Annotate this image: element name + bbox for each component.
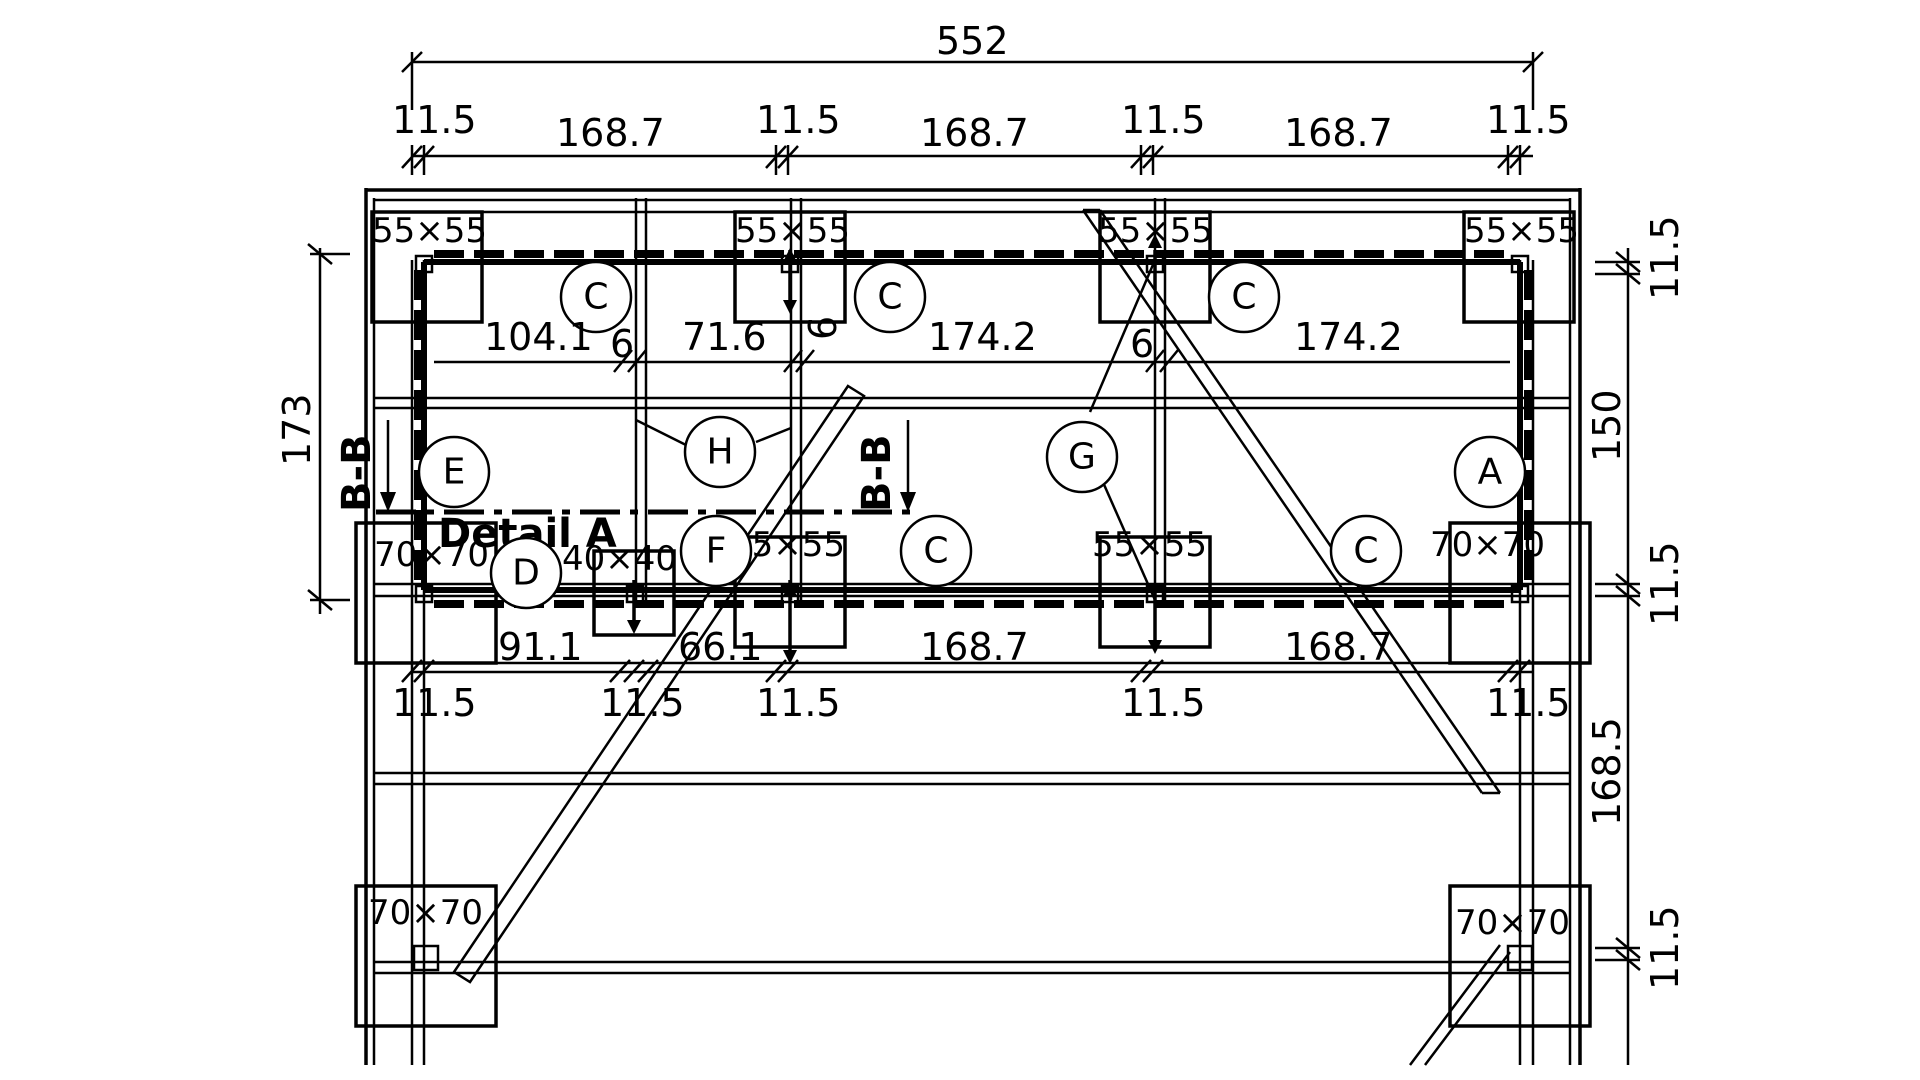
dim-right-height: 150: [1585, 389, 1629, 462]
size-label: 55×55: [735, 211, 850, 251]
callout-d-text: D: [512, 553, 540, 594]
load-arrows: [627, 234, 1162, 664]
callout-a-text: A: [1478, 452, 1503, 493]
dim-top-span: 168.7: [1284, 111, 1393, 155]
callout-h: [683, 415, 757, 489]
callout-c-top-2: [853, 260, 927, 334]
dim-top-gap: 11.5: [756, 98, 841, 142]
dim-inner: 71.6: [682, 315, 767, 359]
inner-frame: [414, 250, 1532, 608]
dim-bottom-gap: 11.5: [392, 681, 477, 725]
left-dimension: 173: [275, 243, 350, 614]
dim-overall: 552: [936, 19, 1009, 63]
dim-inner: 174.2: [928, 315, 1037, 359]
dim-top-span: 168.7: [556, 111, 665, 155]
dim-top-gap: 11.5: [1486, 98, 1571, 142]
diagonal-braces: [452, 208, 1511, 1066]
dim-bottom-span: 66.1: [678, 625, 763, 669]
size-label: 55×55: [1464, 211, 1579, 251]
dim-bottom-span: 168.7: [1284, 625, 1393, 669]
dim-top-gap: 11.5: [392, 98, 477, 142]
callout-f: [679, 514, 753, 588]
callout-g: [1045, 420, 1119, 494]
dim-inner: 6: [610, 322, 634, 366]
size-label: 70×70: [374, 535, 489, 575]
size-label: 70×70: [368, 893, 483, 933]
callout-f-text: F: [706, 531, 727, 572]
callout-d: [489, 536, 563, 610]
callout-a: [1453, 435, 1527, 509]
size-label: 70×70: [1455, 903, 1570, 943]
callout-c-mid-1: [899, 514, 973, 588]
callout-c-mid-2: [1329, 514, 1403, 588]
size-label: 40×40: [562, 539, 677, 579]
dim-inner: 174.2: [1294, 315, 1403, 359]
dim-right-height: 11.5: [1643, 905, 1687, 990]
callout-c-top-2-text: C: [877, 277, 902, 318]
callout-c-top-3: [1207, 260, 1281, 334]
size-label: 55×55: [1092, 525, 1207, 565]
callout-c-mid-2-text: C: [1353, 531, 1378, 572]
dim-bottom-span: 168.7: [920, 625, 1029, 669]
dim-bottom-span: 91.1: [498, 625, 583, 669]
horizontal-beams: [374, 396, 1570, 975]
right-dimensions: 11.5 150 11.5 168.5 11.5: [1585, 215, 1687, 1065]
dim-right-height: 168.5: [1585, 717, 1629, 826]
dim-top-span: 168.7: [920, 111, 1029, 155]
callout-c-mid-1-text: C: [923, 531, 948, 572]
top-dimensions: 552 11.5 11.5 11.5 11.5 168.7 168.7 168.…: [392, 19, 1571, 175]
dim-inner: 104.1: [484, 315, 593, 359]
callout-c-top-1: [559, 260, 633, 334]
dim-bottom-gap: 11.5: [1121, 681, 1206, 725]
callout-c-top-1-text: C: [583, 277, 608, 318]
dim-inner: 6: [1130, 322, 1154, 366]
section-label-left: B-B: [334, 434, 380, 512]
dim-right-height: 11.5: [1643, 541, 1687, 626]
callout-bubbles: C C C E H G A D F C C: [417, 259, 1527, 610]
post-size-labels: 55×55 55×55 55×55 55×55 70×70 40×40 55×5…: [368, 211, 1579, 943]
callout-h-text: H: [706, 432, 733, 473]
dim-bottom-gap: 11.5: [1486, 681, 1571, 725]
dim-bottom-gap: 11.5: [756, 681, 841, 725]
callout-g-text: G: [1068, 437, 1096, 478]
dim-right-height: 11.5: [1643, 215, 1687, 300]
inner-dimensions: 104.1 6 71.6 6 174.2 6 174.2: [484, 315, 1403, 373]
callout-e: [417, 435, 491, 509]
dim-inner: 6: [801, 316, 845, 340]
size-label: 55×55: [1098, 211, 1213, 251]
dim-left-height: 173: [275, 393, 319, 466]
callout-e-text: E: [443, 452, 466, 493]
bottom-dimensions: 91.1 66.1 168.7 168.7 11.5 11.5 11.5 11.…: [392, 625, 1571, 725]
size-label: 55×55: [372, 211, 487, 251]
callout-c-top-3-text: C: [1231, 277, 1256, 318]
size-label: 70×70: [1430, 525, 1545, 565]
section-label-mid: B-B: [854, 434, 900, 512]
dim-top-gap: 11.5: [1121, 98, 1206, 142]
dim-bottom-gap: 11.5: [600, 681, 685, 725]
